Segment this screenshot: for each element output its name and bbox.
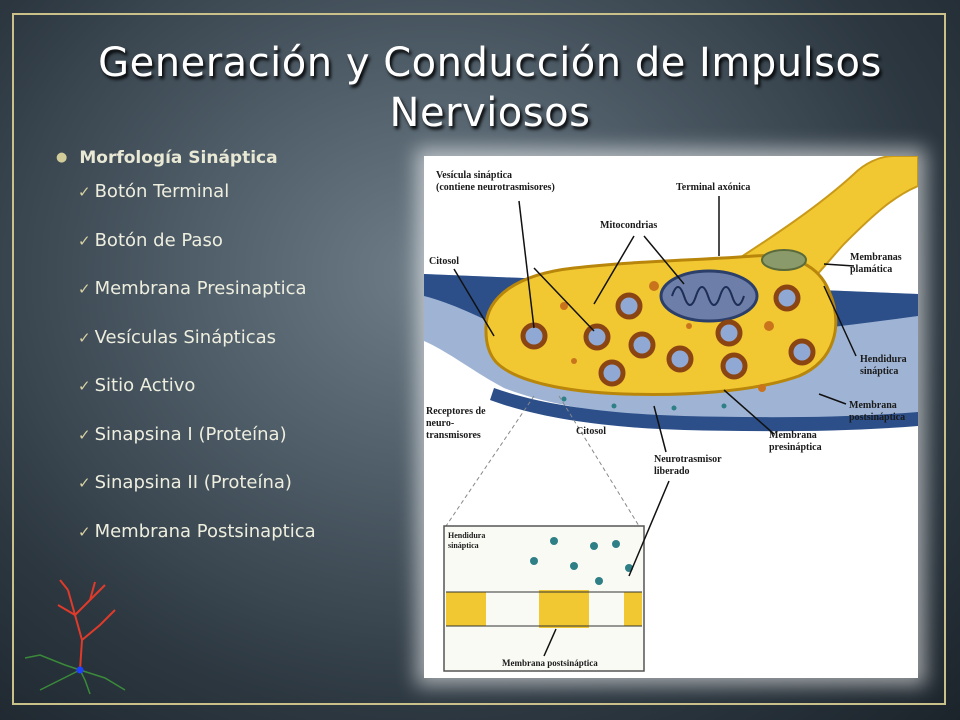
sub-bullet: ✓Membrana Presinaptica xyxy=(78,265,396,314)
inset-channel xyxy=(446,592,486,626)
label-receptors: Receptores de xyxy=(426,406,486,417)
inset-neurotransmitters xyxy=(530,537,633,585)
vesicle xyxy=(720,352,748,380)
vesicle xyxy=(715,319,743,347)
inset-membrane xyxy=(446,590,642,628)
check-icon: ✓ xyxy=(78,231,91,250)
inset-receptor xyxy=(539,590,589,628)
main-bullet-label: Morfología Sináptica xyxy=(79,148,278,168)
sub-bullet: ✓Membrana Postsinaptica xyxy=(78,508,396,557)
check-icon: ✓ xyxy=(78,425,91,444)
title-line-2: Nerviosos xyxy=(389,90,591,136)
synaptic-vesicles xyxy=(520,284,816,387)
bullet-list: ●Morfología Sináptica ✓Botón Terminal ✓B… xyxy=(56,140,396,556)
label-mitochondria: Mitocondrias xyxy=(600,220,657,231)
label-cytosol-bottom: Citosol xyxy=(576,426,606,437)
sub-bullet: ✓Botón Terminal xyxy=(78,168,396,217)
label-vesicle: (contiene neurotrasmisores) xyxy=(436,182,555,193)
sub-bullet: ✓Vesículas Sinápticas xyxy=(78,314,396,363)
label-cleft: Hendidura xyxy=(860,354,907,365)
inset-channel xyxy=(624,592,642,626)
slide-frame xyxy=(12,13,946,705)
synapse-diagram: Vesícula sináptica (contiene neurotrasmi… xyxy=(424,156,918,678)
synapse-diagram-svg: Vesícula sináptica (contiene neurotrasmi… xyxy=(424,156,918,678)
sub-bullet-label: Membrana Presinaptica xyxy=(94,278,307,299)
check-icon: ✓ xyxy=(78,183,91,201)
vesicle xyxy=(773,284,801,312)
sub-bullet: ✓Sitio Activo xyxy=(78,362,396,411)
label-inset-cleft: Hendidura xyxy=(448,531,485,540)
sub-bullet-label: Sinapsina II (Proteína) xyxy=(94,472,292,493)
sub-bullet-label: Vesículas Sinápticas xyxy=(94,326,277,348)
sub-bullet-label: Membrana Postsinaptica xyxy=(94,520,316,542)
label-postsynaptic: postsináptica xyxy=(849,412,905,423)
mitochondrion-cristae xyxy=(671,286,745,306)
label-presynaptic: Membrana xyxy=(769,430,817,441)
label-membranes: Membranas xyxy=(850,252,902,263)
neuron-icon xyxy=(24,579,126,695)
sub-bullet-label: Sinapsina I (Proteína) xyxy=(94,423,287,445)
label-postsynaptic: Membrana xyxy=(849,400,897,411)
zoom-guide-left xyxy=(445,395,535,527)
mitochondrion-small xyxy=(761,249,807,271)
label-released: liberado xyxy=(654,466,690,477)
label-inset-cleft: sináptica xyxy=(448,541,479,550)
postsynaptic-membrane xyxy=(490,388,918,432)
sub-bullet-label: Botón de Paso xyxy=(94,229,223,251)
sub-bullet-label: Sitio Activo xyxy=(94,375,196,396)
slide-title: Generación y Conducción de Impulsos Nerv… xyxy=(40,38,940,138)
neuron-axon-green xyxy=(24,654,126,695)
check-icon: ✓ xyxy=(78,522,91,541)
label-cytosol: Citosol xyxy=(429,256,459,267)
neuron-dendrites-red xyxy=(57,579,116,671)
title-line-1: Generación y Conducción de Impulsos xyxy=(98,40,882,86)
vesicle xyxy=(788,338,816,366)
vesicle xyxy=(628,331,656,359)
check-icon: ✓ xyxy=(78,328,91,347)
check-icon: ✓ xyxy=(78,280,91,298)
sub-bullet: ✓Sinapsina II (Proteína) xyxy=(78,459,396,508)
label-vesicle: Vesícula sináptica xyxy=(436,170,512,181)
label-axon-terminal: Terminal axónica xyxy=(676,182,750,193)
sub-bullet: ✓Sinapsina I (Proteína) xyxy=(78,411,396,460)
label-inset-postsynaptic: Membrana postsináptica xyxy=(502,658,598,668)
zoom-guide-right xyxy=(558,395,640,527)
vesicle-fragments xyxy=(560,281,774,392)
released-neurotransmitters xyxy=(561,396,727,411)
label-receptors: neuro- xyxy=(426,418,454,429)
label-released: Neurotrasmisor xyxy=(654,454,722,465)
label-receptors: transmisores xyxy=(426,430,481,441)
vesicle xyxy=(598,359,626,387)
vesicle xyxy=(520,322,548,350)
main-bullet: ● Morfología Sináptica xyxy=(56,148,396,168)
sub-bullet-label: Botón Terminal xyxy=(94,181,230,202)
sub-bullet-list: ✓Botón Terminal ✓Botón de Paso ✓Membrana… xyxy=(56,168,396,556)
vesicle xyxy=(666,345,694,373)
check-icon: ✓ xyxy=(78,474,91,492)
neuron-soma xyxy=(76,666,84,674)
leader-lines xyxy=(453,196,857,657)
check-icon: ✓ xyxy=(78,377,91,395)
vesicle xyxy=(615,292,643,320)
label-presynaptic: presináptica xyxy=(769,442,822,453)
diagram-labels: Vesícula sináptica (contiene neurotrasmi… xyxy=(426,170,907,668)
label-membranes: plamática xyxy=(850,264,892,275)
vesicle xyxy=(583,323,611,351)
label-cleft: sináptica xyxy=(860,366,898,377)
sub-bullet: ✓Botón de Paso xyxy=(78,217,396,266)
bullet-dot-icon: ● xyxy=(56,150,68,165)
